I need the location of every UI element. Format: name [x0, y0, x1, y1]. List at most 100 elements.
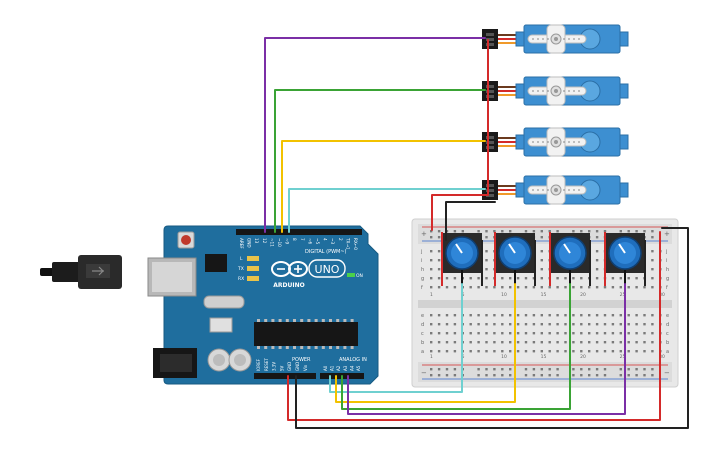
breadboard-hole[interactable] — [445, 341, 449, 344]
breadboard-hole[interactable] — [469, 323, 472, 326]
breadboard-hole[interactable] — [509, 341, 512, 344]
breadboard-hole[interactable] — [595, 250, 599, 253]
rail-hole[interactable] — [524, 368, 528, 371]
breadboard-hole[interactable] — [643, 314, 646, 317]
rail-hole[interactable] — [461, 230, 464, 233]
breadboard-hole[interactable] — [588, 286, 591, 289]
breadboard-hole[interactable] — [580, 323, 583, 326]
breadboard-hole[interactable] — [643, 323, 646, 326]
breadboard-hole[interactable] — [651, 350, 654, 353]
rail-hole[interactable] — [453, 368, 457, 371]
breadboard-hole[interactable] — [540, 332, 543, 335]
servo-motor[interactable] — [482, 175, 629, 205]
breadboard-hole[interactable] — [453, 341, 457, 344]
breadboard-hole[interactable] — [588, 314, 591, 317]
breadboard-hole[interactable] — [548, 286, 551, 289]
breadboard-hole[interactable] — [595, 277, 599, 280]
rail-hole[interactable] — [540, 236, 543, 239]
rail-hole[interactable] — [477, 374, 480, 377]
breadboard-hole[interactable] — [477, 323, 480, 326]
wire-5v-red[interactable] — [287, 231, 661, 421]
breadboard-hole[interactable] — [572, 277, 575, 280]
rail-hole[interactable] — [485, 368, 488, 371]
breadboard-hole[interactable] — [477, 314, 480, 317]
breadboard-hole[interactable] — [430, 314, 433, 317]
breadboard-hole[interactable] — [485, 277, 488, 280]
rail-hole[interactable] — [635, 368, 638, 371]
rail-hole[interactable] — [532, 230, 536, 233]
breadboard-hole[interactable] — [651, 332, 654, 335]
breadboard-hole[interactable] — [501, 341, 504, 344]
breadboard-hole[interactable] — [445, 332, 449, 335]
breadboard-hole[interactable] — [501, 323, 504, 326]
rail-hole[interactable] — [635, 374, 638, 377]
breadboard-hole[interactable] — [556, 332, 559, 335]
breadboard-hole[interactable] — [572, 286, 575, 289]
rail-hole[interactable] — [580, 230, 583, 233]
breadboard-hole[interactable] — [548, 323, 551, 326]
rail-hole[interactable] — [540, 368, 543, 371]
breadboard-hole[interactable] — [556, 314, 559, 317]
rail-hole[interactable] — [493, 230, 496, 233]
rail-hole[interactable] — [619, 230, 622, 233]
breadboard-hole[interactable] — [430, 350, 433, 353]
breadboard-hole[interactable] — [493, 314, 496, 317]
rail-hole[interactable] — [430, 368, 433, 371]
breadboard-hole[interactable] — [651, 277, 654, 280]
breadboard-hole[interactable] — [564, 323, 567, 326]
reset-button-cap[interactable] — [181, 235, 191, 245]
breadboard-hole[interactable] — [516, 286, 520, 289]
breadboard-hole[interactable] — [509, 286, 512, 289]
breadboard-hole[interactable] — [548, 314, 551, 317]
breadboard-hole[interactable] — [540, 286, 543, 289]
breadboard-hole[interactable] — [588, 323, 591, 326]
breadboard-hole[interactable] — [437, 332, 441, 335]
rail-hole[interactable] — [643, 368, 646, 371]
breadboard-hole[interactable] — [532, 332, 536, 335]
breadboard-hole[interactable] — [603, 314, 607, 317]
breadboard-hole[interactable] — [635, 286, 638, 289]
rail-hole[interactable] — [485, 374, 488, 377]
rail-hole[interactable] — [556, 374, 559, 377]
breadboard-hole[interactable] — [540, 259, 543, 262]
breadboard-hole[interactable] — [611, 314, 615, 317]
breadboard-hole[interactable] — [493, 341, 496, 344]
breadboard-hole[interactable] — [469, 286, 472, 289]
breadboard-hole[interactable] — [437, 250, 441, 253]
breadboard-hole[interactable] — [509, 277, 512, 280]
breadboard-hole[interactable] — [532, 350, 536, 353]
breadboard-hole[interactable] — [540, 323, 543, 326]
rail-hole[interactable] — [588, 374, 591, 377]
rail-hole[interactable] — [603, 368, 607, 371]
breadboard-hole[interactable] — [564, 350, 567, 353]
breadboard-hole[interactable] — [619, 332, 622, 335]
breadboard-hole[interactable] — [437, 259, 441, 262]
rail-hole[interactable] — [540, 230, 543, 233]
breadboard-hole[interactable] — [493, 332, 496, 335]
rail-hole[interactable] — [445, 368, 449, 371]
wire-green-pot3[interactable] — [341, 283, 571, 410]
breadboard-hole[interactable] — [516, 332, 520, 335]
rail-hole[interactable] — [595, 236, 599, 239]
breadboard-hole[interactable] — [445, 350, 449, 353]
breadboard-hole[interactable] — [619, 323, 622, 326]
breadboard-hole[interactable] — [595, 341, 599, 344]
breadboard-hole[interactable] — [643, 332, 646, 335]
breadboard-hole[interactable] — [430, 286, 433, 289]
potentiometer[interactable] — [494, 233, 536, 286]
breadboard-hole[interactable] — [603, 350, 607, 353]
breadboard-hole[interactable] — [516, 350, 520, 353]
rail-hole[interactable] — [627, 374, 630, 377]
breadboard-hole[interactable] — [564, 286, 567, 289]
breadboard-hole[interactable] — [651, 323, 654, 326]
breadboard-hole[interactable] — [437, 341, 441, 344]
rail-hole[interactable] — [548, 230, 551, 233]
breadboard-hole[interactable] — [477, 277, 480, 280]
breadboard-hole[interactable] — [580, 286, 583, 289]
breadboard-hole[interactable] — [430, 259, 433, 262]
breadboard-hole[interactable] — [619, 350, 622, 353]
breadboard-hole[interactable] — [532, 314, 536, 317]
breadboard-hole[interactable] — [635, 277, 638, 280]
breadboard-hole[interactable] — [564, 341, 567, 344]
